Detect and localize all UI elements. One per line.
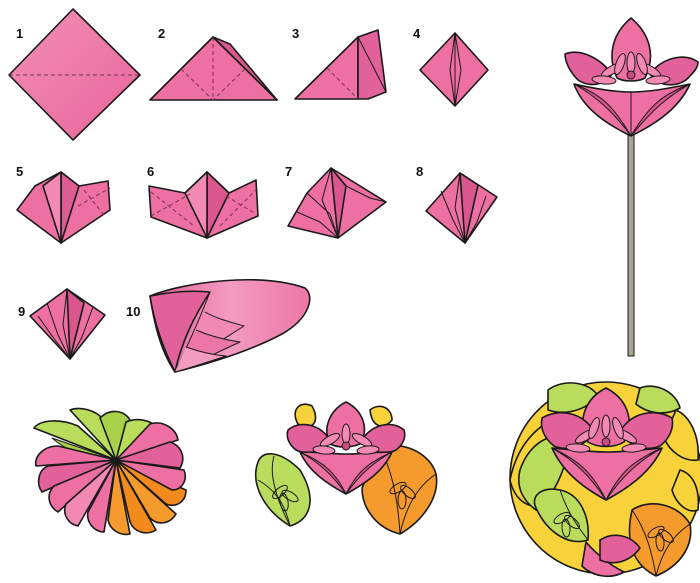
step-4-diagram — [420, 33, 488, 106]
step-5-diagram — [17, 172, 110, 243]
half-ball-illustration — [256, 402, 437, 534]
step-2-diagram — [150, 37, 277, 100]
step-7-diagram — [288, 168, 386, 238]
step-number: 10 — [126, 304, 140, 319]
step-number: 7 — [285, 164, 292, 179]
step-number: 5 — [16, 164, 23, 179]
step-number: 8 — [416, 164, 423, 179]
step-3-diagram — [295, 30, 386, 99]
step-10-diagram — [150, 280, 310, 372]
flower-on-stem-illustration — [565, 18, 698, 356]
step-number: 6 — [147, 164, 154, 179]
step-9-diagram — [30, 289, 105, 359]
step-number: 3 — [292, 26, 299, 41]
step-number: 1 — [16, 26, 23, 41]
step-number: 9 — [18, 304, 25, 319]
step-number: 4 — [413, 26, 421, 41]
kusudama-ball-illustration — [510, 382, 700, 576]
fan-assembly-illustration — [34, 408, 186, 534]
step-number: 2 — [158, 26, 165, 41]
step-8-diagram — [426, 173, 497, 243]
step-1-diagram — [9, 9, 140, 140]
step-6-diagram — [149, 172, 258, 238]
